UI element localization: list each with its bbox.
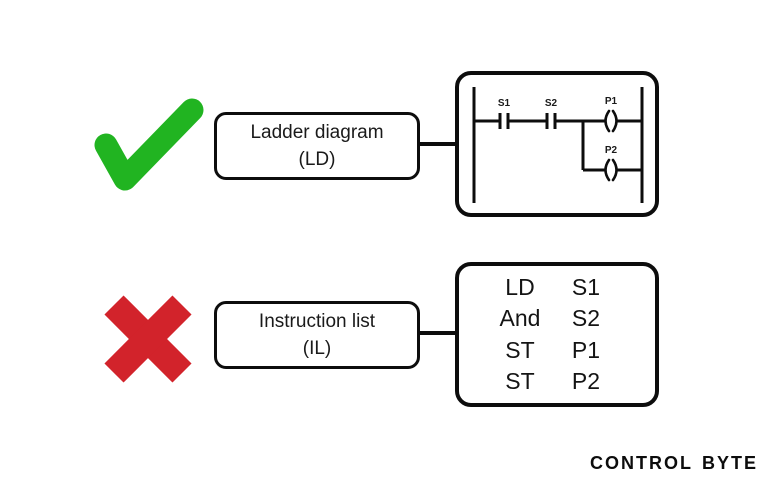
coil-p2-label: P2 <box>605 145 618 156</box>
connector-line-il <box>417 331 459 335</box>
opcode: ST <box>505 367 535 394</box>
operand: S2 <box>571 305 601 332</box>
operand: P1 <box>571 336 601 363</box>
contact-s2-symbol <box>545 113 557 129</box>
ladder-diagram-abbrev: (LD) <box>298 149 336 170</box>
contact-s1-symbol <box>498 113 510 129</box>
logo-word-control: control <box>589 453 693 473</box>
red-cross-icon <box>104 295 192 383</box>
coil-p2-symbol <box>604 158 618 182</box>
contact-s2-label: S2 <box>545 98 558 109</box>
instruction-list-abbrev: (IL) <box>302 338 332 359</box>
instruction-row: LD S1 <box>459 274 655 301</box>
instruction-list-panel: LD S1 And S2 ST P1 ST P2 <box>455 262 659 407</box>
connector-line-ld <box>417 142 459 146</box>
ladder-diagram-panel: S1 S2 P1 P2 <box>455 71 659 217</box>
contact-s1-label: S1 <box>498 98 511 109</box>
opcode: And <box>499 305 541 332</box>
branch-wire <box>581 121 642 172</box>
instruction-row: ST P1 <box>459 337 655 364</box>
coil-p1-label: P1 <box>605 96 618 107</box>
operand: P2 <box>571 367 601 394</box>
instruction-list-label-box: Instruction list (IL) <box>214 301 420 369</box>
coil-p1-symbol <box>604 109 618 133</box>
operand: S1 <box>571 274 601 301</box>
instruction-row: ST P2 <box>459 368 655 395</box>
ladder-diagram-title: Ladder diagram <box>250 122 384 143</box>
control-byte-logo: control byte <box>590 453 758 474</box>
ladder-logic-drawing: S1 S2 P1 P2 <box>472 87 644 203</box>
opcode: ST <box>505 336 535 363</box>
instruction-rows: LD S1 And S2 ST P1 ST P2 <box>459 266 655 403</box>
instruction-list-title: Instruction list <box>258 311 376 332</box>
ladder-diagram-label-box: Ladder diagram (LD) <box>214 112 420 180</box>
green-checkmark-icon <box>94 98 204 191</box>
instruction-row: And S2 <box>459 305 655 332</box>
logo-word-byte: byte <box>701 453 758 473</box>
opcode: LD <box>505 274 535 301</box>
